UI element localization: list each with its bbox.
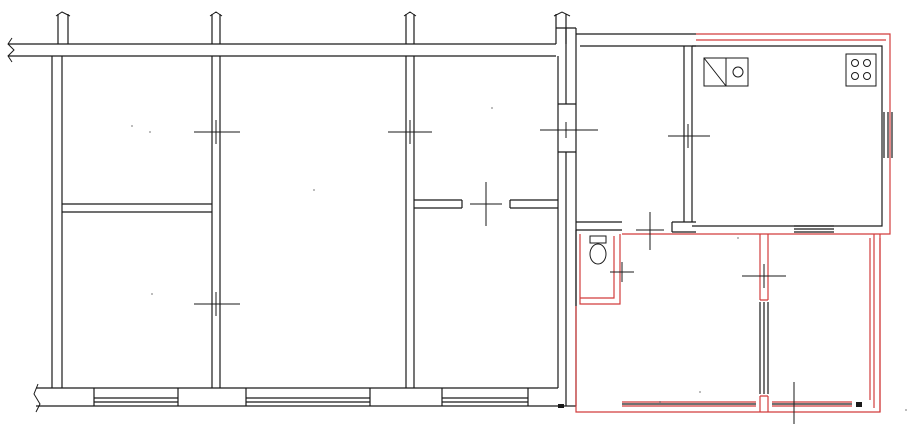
corner-mark [856,402,862,407]
door-mark-5 [470,182,502,226]
burner-icon [851,72,859,80]
top-beam [8,43,556,57]
lower-divider [759,234,769,412]
lower-divider-window [759,302,769,394]
door-mark-1 [194,120,240,144]
interior-wall-2 [405,56,415,388]
column-stub-3 [405,14,415,44]
toilet-icon [589,243,607,265]
door-mark-9 [742,264,786,288]
sink-drain-icon [732,66,744,78]
speck [905,409,907,411]
speck [491,107,493,109]
kitchen-inner-wall [692,45,883,227]
lower-red-outline [575,234,881,413]
stove-fixture [845,53,877,87]
bathroom [575,230,634,306]
speck [737,237,739,239]
right-wall-notch [558,103,576,153]
red-outline-kitchen [622,33,891,235]
door-mark-8 [610,262,634,282]
bottom-wall [62,387,576,407]
corridor-top-wall [576,33,696,47]
stove-icon [845,53,877,87]
burner-icon [863,59,871,67]
column-stub-1 [57,14,69,44]
speck [699,391,701,393]
toilet-tank-icon [589,235,607,244]
door-mark-7 [636,212,664,250]
left-building [7,11,598,413]
bathroom-red-outline [579,234,621,305]
window-2 [245,388,371,406]
corridor-wall [683,46,693,222]
right-building [558,33,907,424]
burner-icon [851,59,859,67]
speck [149,131,151,133]
speck [151,293,153,295]
corridor-bottom-wall [576,221,696,233]
door-mark-2 [388,120,432,144]
break-mark-left [7,37,15,63]
speck [313,189,315,191]
speck [131,125,133,127]
partition-right [414,199,558,209]
break-mark-bottom-left [33,383,41,413]
left-exterior-wall [51,56,63,388]
sink-divider [703,57,727,87]
partition-left [62,203,212,213]
right-outer-red [869,238,881,412]
bottom-left-stub [36,387,94,407]
sink-fixture [703,57,749,87]
lower-rooms [558,234,907,424]
right-wall-left-building [556,27,577,406]
corner-mark [558,404,564,408]
bottom-windows [93,388,529,406]
door-mark-10 [776,382,812,424]
door-mark-3 [540,122,598,138]
door-mark-4 [194,292,240,316]
window-1 [93,388,179,406]
interior-wall-1 [211,56,221,388]
column-stub-2 [211,14,221,44]
kitchen-window [883,112,893,158]
bottom-window-red [622,401,852,407]
burner-icon [863,72,871,80]
door-mark-6 [668,124,710,148]
column-stub-4 [555,14,567,44]
window-3 [441,388,529,406]
column-breaks [55,11,571,17]
kitchen-bottom-window [794,225,834,233]
speck [659,401,661,403]
